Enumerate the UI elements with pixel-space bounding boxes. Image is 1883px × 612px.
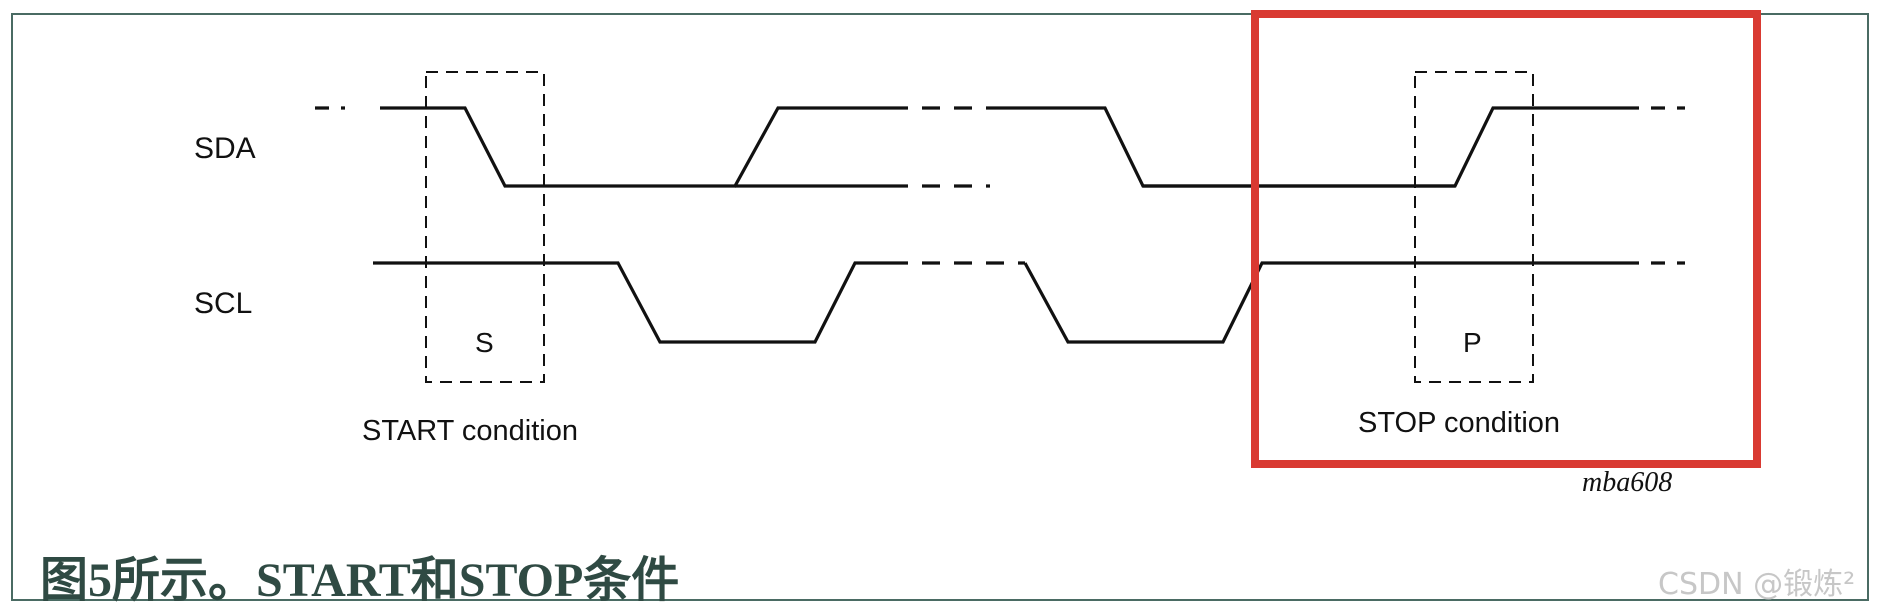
- stop-highlight-box: [1251, 10, 1761, 468]
- stop-condition-box: [1414, 71, 1534, 383]
- csdn-watermark: CSDN @锻炼²: [1658, 567, 1855, 602]
- sda-waveform: [315, 106, 1685, 188]
- sda-label: SDA: [194, 132, 256, 165]
- start-condition-box: [425, 71, 545, 383]
- figure-reference: mba608: [1582, 467, 1672, 498]
- scl-label: SCL: [194, 287, 252, 320]
- start-condition-label: START condition: [362, 415, 578, 447]
- start-symbol: S: [475, 327, 494, 358]
- scl-waveform: [373, 261, 1685, 344]
- stop-symbol: P: [1463, 327, 1482, 358]
- stop-condition-label: STOP condition: [1358, 407, 1560, 439]
- figure-frame: [11, 13, 1869, 601]
- figure-caption: 图5所示。START和STOP条件: [40, 554, 679, 607]
